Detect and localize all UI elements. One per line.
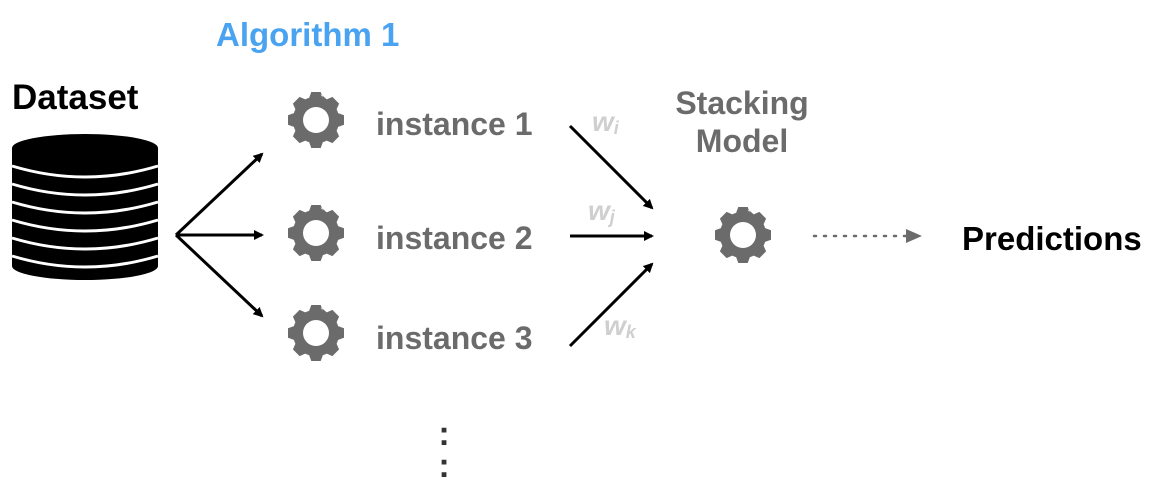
instance-3-label: instance 3 [376,320,533,356]
instance-3-gear-icon [288,305,344,361]
database-icon [11,134,159,280]
stacking-model-label: Stacking Model [650,84,834,161]
stacking-model-line-1: Stacking [675,85,809,121]
weight-k: wk [604,310,636,342]
instance-2-label: instance 2 [376,220,533,256]
weight-j-sub: j [609,207,615,227]
arrow-from-instance-3 [568,262,654,348]
arrow-from-instance-1 [568,124,654,210]
weight-i-base: w [592,106,614,137]
weight-k-base: w [604,310,626,341]
more-instances-ellipsis: : : [438,415,450,486]
weight-i: wi [592,106,619,138]
weight-j-base: w [588,195,610,226]
arrow-to-instance-3 [174,233,264,318]
dataset-label: Dataset [12,78,139,117]
instance-1-label: instance 1 [376,106,533,142]
stacking-model-line-2: Model [695,123,789,160]
instance-2-gear-icon [288,205,344,261]
instance-1-gear-icon [288,92,344,148]
weight-i-sub: i [613,118,619,138]
arrow-to-instance-1 [174,152,264,237]
algorithm-title: Algorithm 1 [216,16,400,53]
instance-to-stacking-arrows [568,124,654,348]
weight-k-sub: k [625,322,636,342]
stacking-model-gear-icon [715,207,771,263]
predictions-label: Predictions [962,220,1142,257]
dataset-to-instance-arrows [174,152,264,318]
weight-j: wj [588,195,615,227]
